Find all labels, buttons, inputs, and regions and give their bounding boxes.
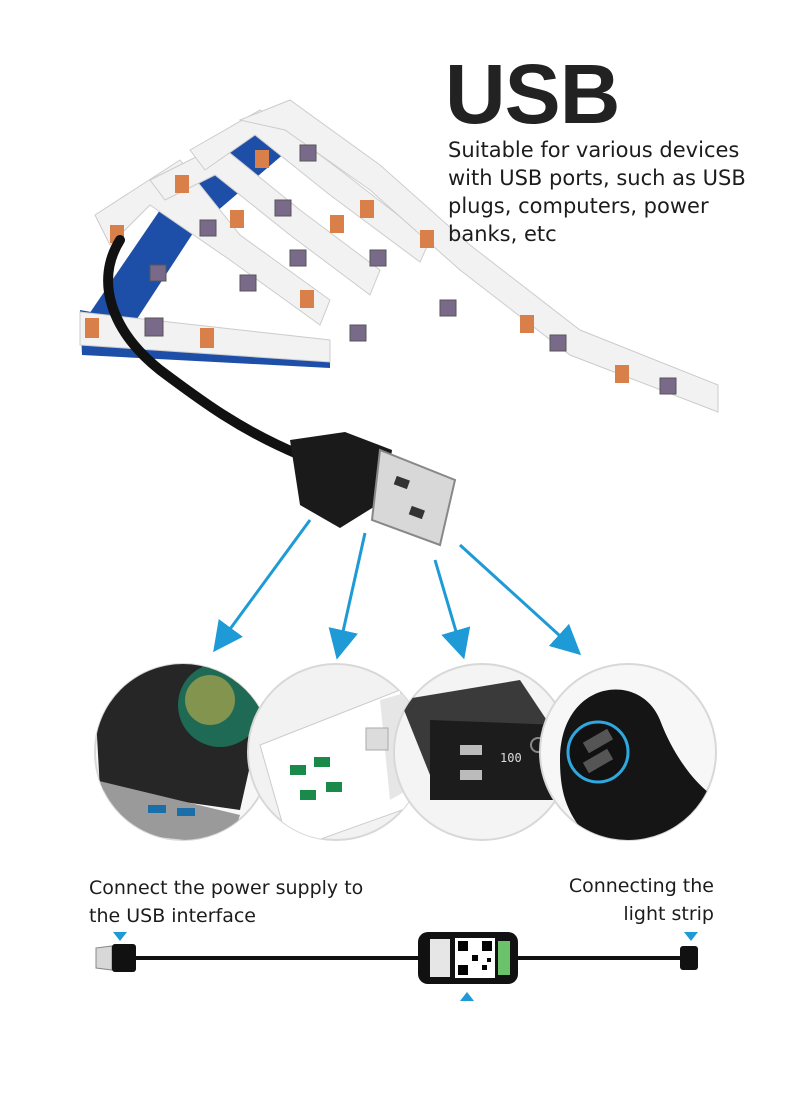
caption-line: Connecting the: [568, 875, 714, 897]
arrow-to-power-strip: [328, 532, 367, 660]
caption-line: Connect the power supply to: [89, 877, 364, 899]
device-circle-laptop: [94, 663, 272, 841]
led-strip-image: [79, 99, 719, 413]
caption-power-supply: Connect the power supply to the USB inte…: [89, 874, 363, 930]
device-circle-power-bank: 100: [393, 663, 571, 841]
svg-text:100: 100: [500, 751, 522, 765]
pointer-controller-icon: [460, 992, 474, 1001]
usb-plug-image: [103, 235, 457, 547]
arrow-to-laptop: [213, 519, 312, 653]
pointer-left-icon: [113, 932, 127, 941]
pointer-right-icon: [684, 932, 698, 941]
controller-cable-diagram: [95, 932, 698, 1001]
headline: USB: [445, 47, 620, 141]
caption-line: light strip: [623, 903, 714, 925]
arrow-to-power-bank: [433, 559, 471, 660]
arrow-to-car-socket: [458, 543, 582, 656]
description: Suitable for various devices with USB po…: [448, 138, 746, 246]
device-circle-car-socket: [539, 663, 717, 841]
arrows: [213, 519, 582, 660]
caption-light-strip: Connecting the light strip: [569, 872, 714, 928]
caption-line: the USB interface: [89, 905, 257, 927]
